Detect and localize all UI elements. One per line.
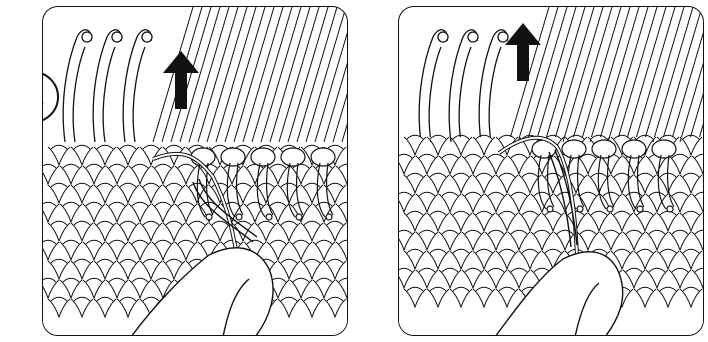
- latch-hook-stem: [133, 47, 145, 142]
- needle-latch: [236, 214, 242, 220]
- knit-stitch: [347, 147, 348, 165]
- latch-hook-stem: [459, 47, 471, 142]
- needle-line: [189, 7, 229, 142]
- knit-stitch: [703, 251, 704, 269]
- needle-line: [527, 7, 567, 142]
- needle-line: [324, 7, 348, 142]
- latch-hook: [479, 30, 507, 142]
- needle-latch: [206, 214, 212, 220]
- knitting-illustration-right: [399, 7, 704, 336]
- illustration-panel-left: 3: [42, 6, 348, 336]
- machine-needles: [509, 7, 704, 142]
- needle-loop: [281, 148, 305, 166]
- knit-stitch: [703, 289, 704, 307]
- needle-latch: [296, 214, 302, 220]
- needle-loop: [221, 148, 245, 166]
- needle-line: [536, 7, 576, 142]
- needle-latch: [547, 206, 553, 212]
- needle-line: [662, 7, 702, 142]
- needle-latch: [326, 214, 332, 220]
- latch-hook-stem: [429, 47, 441, 142]
- needle-line: [563, 7, 603, 142]
- latch-hooks: [419, 30, 508, 142]
- needle-line: [599, 7, 639, 142]
- knit-stitch: [347, 299, 348, 317]
- needle-loop: [311, 148, 335, 166]
- needle-line: [234, 7, 274, 142]
- needle-line: [198, 7, 238, 142]
- latch-hook: [93, 30, 121, 142]
- latch-hooks: [63, 30, 152, 142]
- hook-eye: [468, 32, 478, 42]
- needle-line: [252, 7, 292, 142]
- latch-hook-stem: [489, 47, 501, 142]
- needle-line: [279, 7, 319, 142]
- hook-eye: [438, 32, 448, 42]
- latch-hook: [419, 30, 447, 142]
- needle-line: [590, 7, 630, 142]
- knitting-illustration-left: [43, 7, 348, 336]
- illustration-panel-right: [398, 6, 704, 336]
- needle-line: [261, 7, 301, 142]
- needle-line: [342, 7, 348, 142]
- needle-line: [644, 7, 684, 142]
- knit-stitch: [703, 175, 704, 193]
- latch-hook: [449, 30, 477, 142]
- needle-loop: [622, 140, 646, 158]
- latch-hook: [123, 30, 151, 142]
- needle-line: [698, 7, 704, 142]
- hook-eye: [142, 32, 152, 42]
- needle-latch: [266, 214, 272, 220]
- needle-line: [572, 7, 612, 142]
- needle-line: [617, 7, 657, 142]
- needle-latch: [667, 206, 673, 212]
- needle-loop: [652, 140, 676, 158]
- hook-eye: [82, 32, 92, 42]
- hook-eye: [112, 32, 122, 42]
- needle-line: [288, 7, 328, 142]
- knit-stitch: [703, 137, 704, 155]
- needle-line: [243, 7, 283, 142]
- hook-eye: [498, 32, 508, 42]
- needle-line: [270, 7, 310, 142]
- needle-loop: [251, 148, 275, 166]
- up-arrow-icon: [163, 51, 199, 109]
- needle-line: [297, 7, 337, 142]
- knit-stitch: [347, 185, 348, 203]
- needle-line: [545, 7, 585, 142]
- needle-latch: [577, 206, 583, 212]
- needle-line: [608, 7, 648, 142]
- latch-hook: [63, 30, 91, 142]
- latch-hook-stem: [73, 47, 85, 142]
- needle-loop: [592, 140, 616, 158]
- needle-line: [554, 7, 594, 142]
- knit-stitch: [703, 213, 704, 231]
- needle-line: [581, 7, 621, 142]
- needle-line: [626, 7, 666, 142]
- needle-line: [216, 7, 256, 142]
- needle-line: [306, 7, 346, 142]
- needle-line: [653, 7, 693, 142]
- knit-stitch: [347, 223, 348, 241]
- needle-line: [225, 7, 265, 142]
- needle-latch: [607, 206, 613, 212]
- needle-line: [680, 7, 704, 142]
- needle-line: [635, 7, 675, 142]
- needle-loop: [562, 140, 586, 158]
- needle-latch: [637, 206, 643, 212]
- latch-hook-stem: [103, 47, 115, 142]
- knit-stitch: [347, 261, 348, 279]
- needle-line: [207, 7, 247, 142]
